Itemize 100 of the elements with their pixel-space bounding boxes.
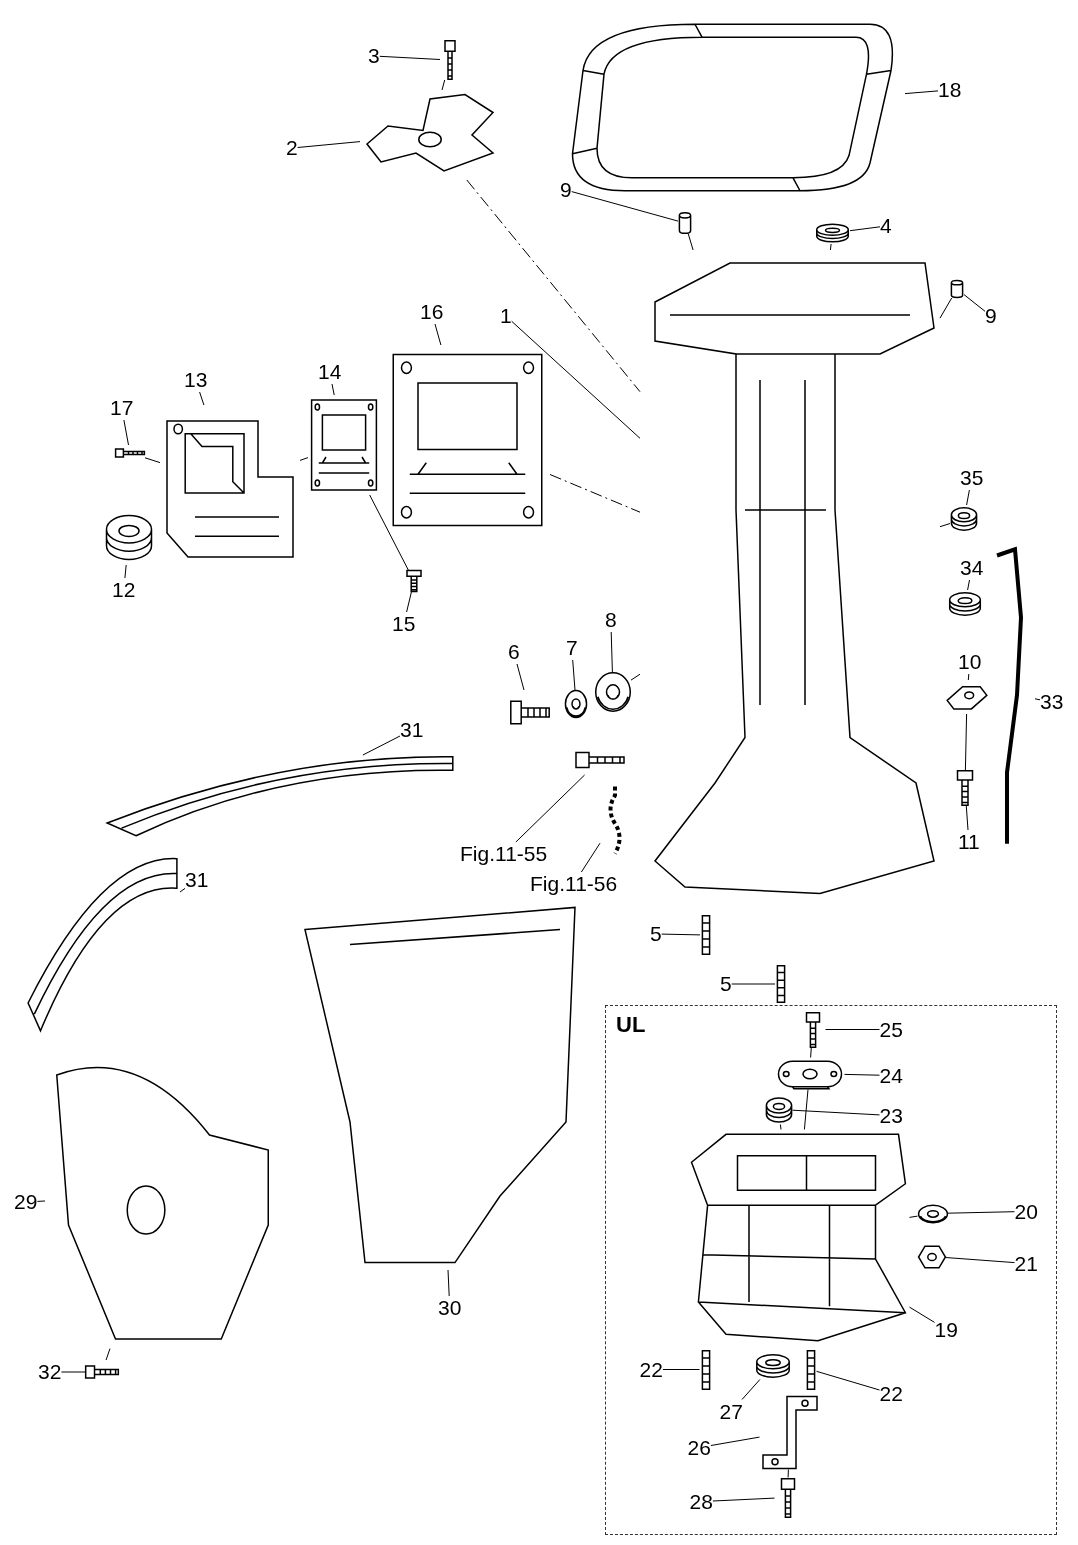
callout-number: 8 — [605, 608, 617, 632]
stud-drawing — [775, 965, 787, 1003]
grommet-drawing — [950, 505, 978, 533]
callout-number: 27 — [719, 1399, 743, 1424]
leader-line — [947, 1211, 1015, 1214]
callout-number: 32 — [38, 1360, 62, 1384]
callout-number: 15 — [392, 612, 416, 636]
leader-line — [60, 1371, 86, 1373]
leader-line — [379, 55, 441, 60]
callout-number: 5 — [720, 972, 732, 996]
bracket-drawing — [759, 1394, 820, 1470]
leader-line — [710, 1436, 760, 1446]
callout-number: 23 — [879, 1103, 903, 1128]
leader-line — [966, 489, 970, 506]
callout-number: 28 — [689, 1489, 713, 1514]
assembly-line — [829, 243, 832, 251]
leader-line — [849, 226, 881, 232]
callout-number: 3 — [368, 44, 380, 68]
inset-label: UL — [616, 1012, 646, 1038]
assembly-line — [939, 297, 953, 319]
assembly-line — [549, 474, 641, 513]
callout-number: 12 — [112, 578, 136, 602]
stud-drawing — [804, 1349, 817, 1390]
assembly-line — [630, 673, 641, 681]
leader-line — [297, 141, 361, 148]
leader-line — [610, 631, 613, 673]
assembly-line — [909, 1215, 918, 1218]
assembly-line — [810, 1047, 812, 1058]
callout-number: 18 — [938, 78, 962, 102]
assembly-line — [144, 457, 161, 464]
leader-line — [965, 805, 969, 831]
washer-drawing — [565, 690, 587, 718]
assembly-line — [803, 1089, 809, 1130]
leader-line — [792, 1109, 880, 1116]
leader-line — [572, 659, 576, 691]
stud-drawing — [700, 915, 712, 955]
leader-line — [331, 383, 335, 396]
callout-number: 2 — [286, 136, 298, 160]
leader-line — [571, 191, 679, 222]
callout-number: 11 — [958, 830, 980, 854]
callout-number: 25 — [879, 1017, 903, 1042]
callout-number: 29 — [14, 1190, 38, 1214]
callout-number: 9 — [985, 304, 997, 328]
callout-number: 9 — [560, 178, 572, 202]
callout-number: 13 — [184, 368, 208, 392]
bolt-drawing — [115, 445, 145, 461]
callout-number: 4 — [880, 214, 892, 238]
callout-number: 16 — [420, 300, 444, 324]
leader-line — [741, 1379, 761, 1400]
dowel-drawing — [678, 212, 692, 234]
callout-number: 17 — [110, 396, 134, 420]
callout-number: 30 — [438, 1296, 462, 1320]
leader-line — [662, 1369, 700, 1370]
leader-line — [816, 1370, 880, 1391]
callout-number: 22 — [639, 1357, 663, 1382]
leader-line — [909, 1306, 935, 1323]
callout-number: 31 — [400, 718, 424, 742]
leader-line — [199, 391, 205, 406]
callout-number: 31 — [185, 868, 209, 892]
callout-number: 10 — [958, 650, 982, 674]
leader-line — [179, 887, 186, 893]
assembly-line — [299, 457, 309, 461]
leader-line — [844, 1073, 880, 1076]
callout-number: 6 — [508, 640, 520, 664]
leader-line — [124, 564, 127, 579]
assembly-line — [687, 233, 694, 251]
grommet-drawing — [764, 1094, 793, 1125]
callout-number: 22 — [879, 1381, 903, 1406]
callout-number: 34 — [960, 556, 984, 580]
washer-drawing — [595, 672, 631, 712]
leader-line — [516, 663, 525, 691]
leader-line — [1034, 698, 1041, 701]
callout-number: 21 — [1014, 1251, 1038, 1276]
callout-number: 14 — [318, 360, 342, 384]
callout-number: 24 — [879, 1063, 903, 1088]
grommet-drawing — [754, 1351, 791, 1380]
leader-line — [731, 983, 776, 985]
reference-label: Fig.11-55 — [460, 842, 548, 866]
leader-line — [511, 320, 641, 439]
assembly-line — [369, 494, 409, 571]
leader-line — [36, 1200, 46, 1202]
dowel-drawing — [950, 280, 964, 298]
washer-drawing — [917, 1204, 948, 1223]
callout-number: 7 — [566, 636, 578, 660]
callout-number: 33 — [1040, 690, 1064, 714]
grommet-drawing — [948, 590, 982, 618]
leader-line — [434, 323, 442, 346]
assembly-line — [787, 1469, 789, 1478]
callout-number: 26 — [687, 1435, 711, 1460]
leader-line — [712, 1497, 775, 1502]
callout-number: 5 — [650, 922, 662, 946]
leader-line — [661, 933, 701, 936]
leader-line — [406, 591, 412, 613]
leader-line — [580, 842, 601, 873]
leader-line — [447, 1269, 450, 1297]
assembly-line — [466, 179, 641, 393]
stud-drawing — [699, 1349, 712, 1390]
callout-number: 20 — [1014, 1199, 1038, 1224]
assembly-line — [441, 79, 446, 91]
leader-line — [825, 1029, 880, 1030]
